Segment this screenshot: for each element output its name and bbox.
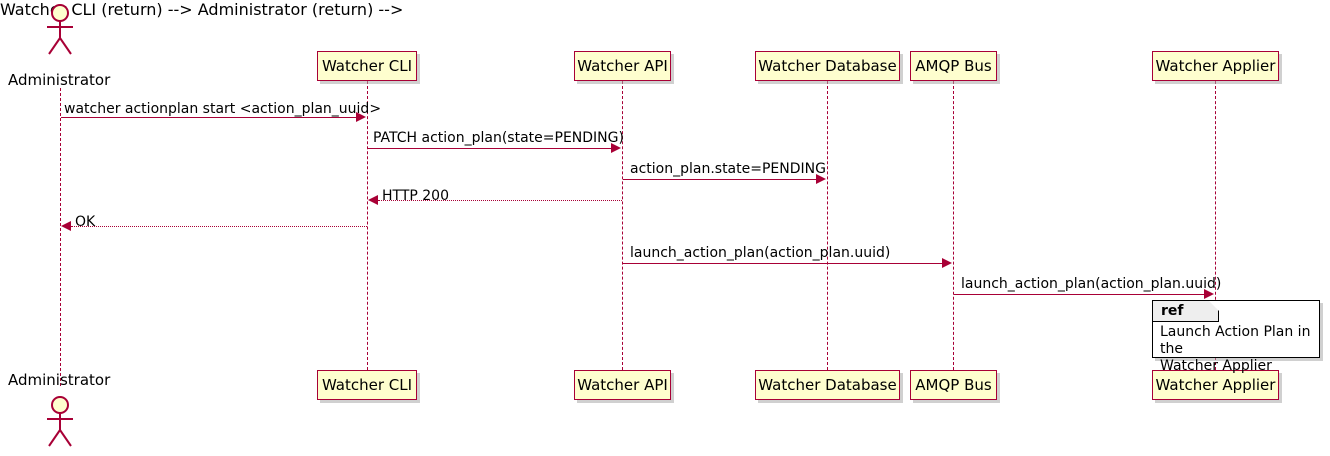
participant-box-watcher-api-top[interactable]: Watcher API xyxy=(574,51,671,81)
message-arrowhead-m1 xyxy=(356,112,366,122)
message-line-m3 xyxy=(623,179,816,180)
lifeline-administrator xyxy=(60,88,61,386)
lifeline-watcher-applier xyxy=(1215,81,1216,370)
actor-stick-figure-icon xyxy=(47,396,73,447)
participant-box-watcher-applier-top[interactable]: Watcher Applier xyxy=(1152,51,1279,81)
actor-stick-figure-icon xyxy=(47,4,73,55)
actor-administrator-bottom xyxy=(39,396,81,448)
ref-fragment[interactable]: ref Launch Action Plan in the Watcher Ap… xyxy=(1152,300,1320,374)
message-label-m2: PATCH action_plan(state=PENDING) xyxy=(373,130,624,146)
message-arrowhead-m3 xyxy=(816,174,826,184)
message-arrowhead-m7 xyxy=(1204,289,1214,299)
message-line-m2 xyxy=(368,148,611,149)
message-label-m5: OK xyxy=(75,214,96,230)
participant-box-watcher-api-bottom[interactable]: Watcher API xyxy=(574,370,671,400)
actor-label-administrator-bottom: Administrator xyxy=(8,371,111,389)
participant-box-watcher-database-top[interactable]: Watcher Database xyxy=(755,51,900,81)
participant-box-amqp-bus-top[interactable]: AMQP Bus xyxy=(910,51,997,81)
ref-fragment-header: ref xyxy=(1153,301,1219,322)
lifeline-watcher-cli xyxy=(367,81,368,370)
message-arrowhead-m2 xyxy=(611,143,621,153)
message-line-m6 xyxy=(623,263,942,264)
participant-box-watcher-database-bottom[interactable]: Watcher Database xyxy=(755,370,900,400)
participant-box-watcher-cli-top[interactable]: Watcher CLI xyxy=(317,51,417,81)
message-label-m4: HTTP 200 xyxy=(382,188,449,204)
message-line-m7 xyxy=(954,294,1204,295)
participant-box-amqp-bus-bottom[interactable]: AMQP Bus xyxy=(910,370,997,400)
message-line-m1 xyxy=(61,117,357,118)
ref-fragment-text: Launch Action Plan in the Watcher Applie… xyxy=(1160,324,1311,374)
actor-label-administrator-top: Administrator xyxy=(8,71,111,89)
lifeline-amqp-bus xyxy=(953,81,954,370)
lifeline-watcher-database xyxy=(827,81,828,370)
message-label-m7: launch_action_plan(action_plan.uuid) xyxy=(961,276,1222,292)
message-arrowhead-m6 xyxy=(942,258,952,268)
message-line-m5 xyxy=(71,226,367,227)
message-label-m6: launch_action_plan(action_plan.uuid) xyxy=(630,245,891,261)
message-line-m4 xyxy=(378,200,622,201)
participant-box-watcher-cli-bottom[interactable]: Watcher CLI xyxy=(317,370,417,400)
actor-administrator-top xyxy=(39,4,81,56)
message-label-m3: action_plan.state=PENDING xyxy=(630,161,826,177)
participant-box-watcher-applier-bottom[interactable]: Watcher Applier xyxy=(1152,370,1279,400)
message-label-m1: watcher actionplan start <action_plan_uu… xyxy=(64,101,382,117)
message-arrowhead-m5 xyxy=(61,221,71,231)
message-arrowhead-m4 xyxy=(368,195,378,205)
lifeline-watcher-api xyxy=(622,81,623,370)
